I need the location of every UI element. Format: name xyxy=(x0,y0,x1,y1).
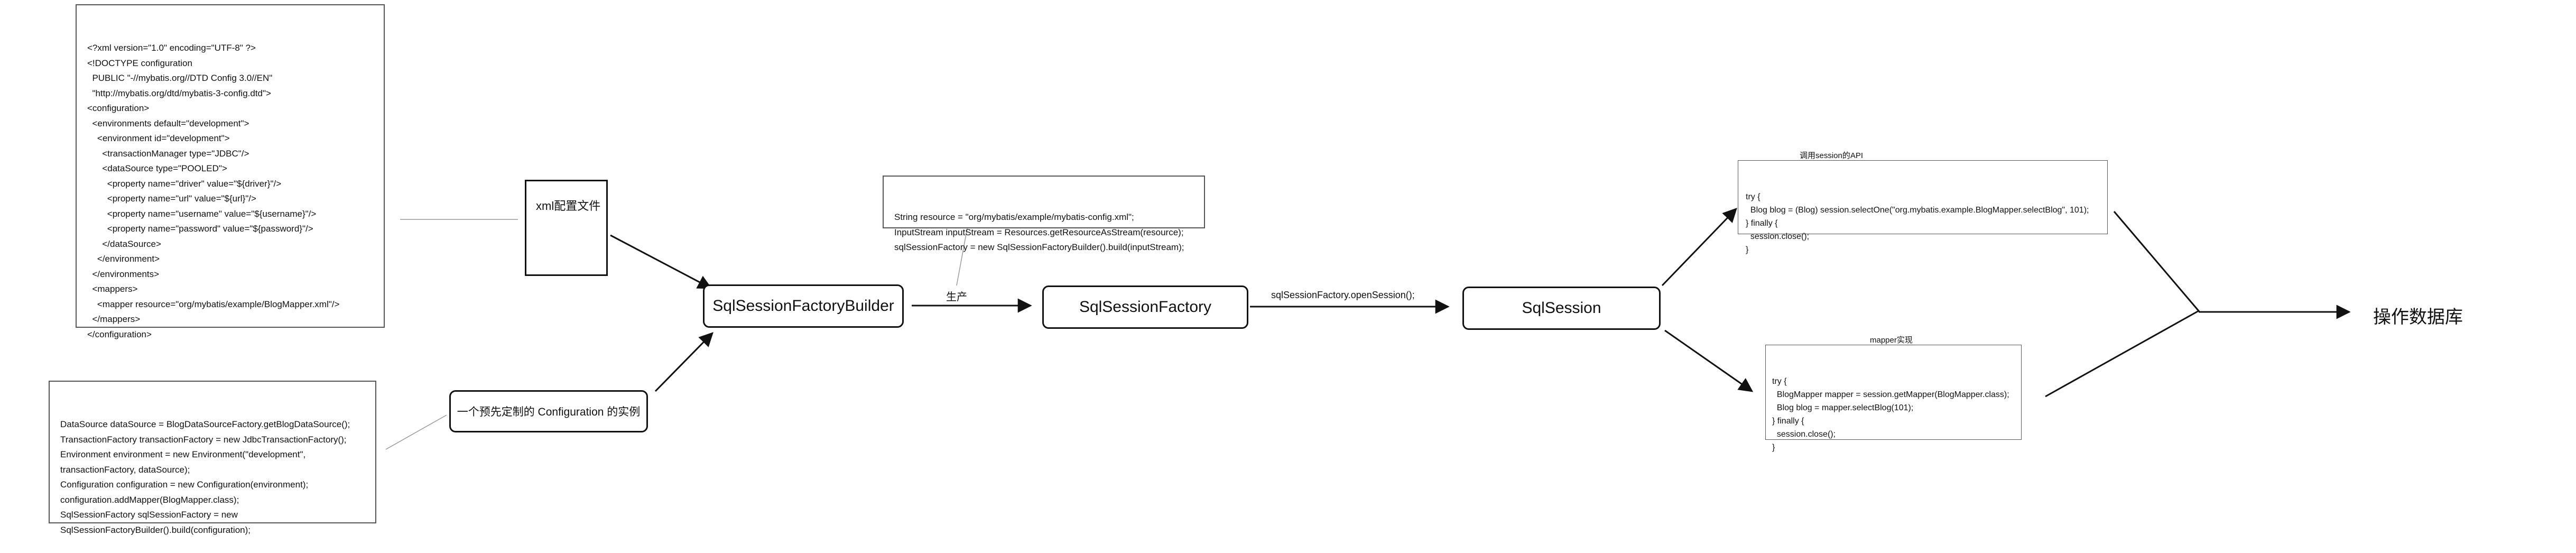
code-line: SqlSessionFactoryBuilder().build(configu… xyxy=(60,524,251,535)
java-annotation-line xyxy=(385,414,447,450)
code-line: try { xyxy=(1772,377,1787,386)
session-node: SqlSession xyxy=(1462,287,1661,330)
code-line: sqlSessionFactory = new SqlSessionFactor… xyxy=(894,242,1184,252)
factory-node: SqlSessionFactory xyxy=(1042,285,1248,329)
code-line: Blog blog = (Blog) session.selectOne("or… xyxy=(1746,206,2089,215)
code-line: </mappers> xyxy=(87,314,141,324)
code-line: <mappers> xyxy=(87,284,138,294)
resource-code-box: String resource = "org/mybatis/example/m… xyxy=(883,176,1205,252)
code-line: </environment> xyxy=(87,254,160,264)
operate-database-label: 操作数据库 xyxy=(2373,307,2463,327)
code-line: "http://mybatis.org/dtd/mybatis-3-config… xyxy=(87,88,271,98)
code-line: <dataSource type="POOLED"> xyxy=(87,163,227,173)
code-line: session.close(); xyxy=(1772,430,1836,439)
code-line: </dataSource> xyxy=(87,238,161,249)
code-line: </environments> xyxy=(87,269,160,279)
code-line: <property name="password" value="${passw… xyxy=(87,224,313,234)
java-config-code-box: DataSource dataSource = BlogDataSourceFa… xyxy=(49,381,376,535)
code-line: <transactionManager type="JDBC"/> xyxy=(87,148,249,159)
session-label: SqlSession xyxy=(1522,299,1601,317)
builder-label: SqlSessionFactoryBuilder xyxy=(712,297,894,315)
code-line: <environment id="development"> xyxy=(87,133,230,143)
code-line: SqlSessionFactory sqlSessionFactory = ne… xyxy=(60,510,238,520)
code-line: <!DOCTYPE configuration xyxy=(87,58,192,68)
builder-node: SqlSessionFactoryBuilder xyxy=(703,284,904,328)
code-line: configuration.addMapper(BlogMapper.class… xyxy=(60,494,239,505)
code-line: <environments default="development"> xyxy=(87,118,249,128)
session-api-lines: try { Blog blog = (Blog) session.selectO… xyxy=(1746,190,2107,256)
mapper-impl-code-box: try { BlogMapper mapper = session.getMap… xyxy=(1765,345,2022,452)
code-line: BlogMapper mapper = session.getMapper(Bl… xyxy=(1772,390,2009,399)
code-line: transactionFactory, dataSource); xyxy=(60,464,190,475)
code-line: <property name="username" value="${usern… xyxy=(87,208,317,219)
code-line: Environment environment = new Environmen… xyxy=(60,449,306,459)
factory-label: SqlSessionFactory xyxy=(1079,298,1212,316)
code-line: PUBLIC "-//mybatis.org//DTD Config 3.0//… xyxy=(87,73,273,83)
code-line: Blog blog = mapper.selectBlog(101); xyxy=(1772,403,1914,412)
produce-label: 生产 xyxy=(946,291,967,303)
code-line: Configuration configuration = new Config… xyxy=(60,480,309,490)
session-api-code-box: try { Blog blog = (Blog) session.selectO… xyxy=(1738,160,2108,254)
resource-annotation-line xyxy=(956,228,968,286)
arrow-xml-to-builder xyxy=(610,234,712,289)
code-line: } finally { xyxy=(1746,219,1778,228)
code-line: <configuration> xyxy=(87,103,150,113)
prebuilt-configuration-label: 一个预先定制的 Configuration 的实例 xyxy=(457,406,641,418)
code-line: InputStream inputStream = Resources.getR… xyxy=(894,227,1184,237)
session-api-title: 调用session的API xyxy=(1800,151,1864,160)
arrow-config-to-builder xyxy=(654,332,714,392)
merge-lines xyxy=(2045,211,2200,398)
code-line: <property name="driver" value="${driver}… xyxy=(87,178,282,189)
xml-file-label: xml配置文件 xyxy=(536,199,601,213)
prebuilt-configuration-node: 一个预先定制的 Configuration 的实例 xyxy=(449,390,648,432)
code-line: <?xml version="1.0" encoding="UTF-8" ?> xyxy=(87,43,256,53)
open-session-label: sqlSessionFactory.openSession(); xyxy=(1271,290,1415,300)
code-line: } xyxy=(1746,245,1749,254)
code-line: try { xyxy=(1746,192,1760,201)
arrow-session-to-mapper xyxy=(1664,329,1754,392)
xml-config-lines: <?xml version="1.0" encoding="UTF-8" ?> <… xyxy=(87,41,384,342)
code-line: } finally { xyxy=(1772,417,1804,426)
mapper-impl-title: mapper实现 xyxy=(1870,336,1913,345)
code-line: </configuration> xyxy=(87,329,152,339)
code-line: String resource = "org/mybatis/example/m… xyxy=(894,212,1134,222)
java-config-lines: DataSource dataSource = BlogDataSourceFa… xyxy=(60,417,375,538)
code-line: session.close(); xyxy=(1746,232,1810,241)
arrow-session-to-api xyxy=(1661,208,1737,287)
connector-lines xyxy=(385,208,2351,450)
xml-file-node: xml配置文件 xyxy=(525,180,608,276)
code-line: TransactionFactory transactionFactory = … xyxy=(60,434,347,445)
xml-config-code-box: <?xml version="1.0" encoding="UTF-8" ?> <… xyxy=(76,4,385,339)
code-line: } xyxy=(1772,443,1775,452)
code-line: <property name="url" value="${url}"/> xyxy=(87,193,256,204)
code-line: <mapper resource="org/mybatis/example/Bl… xyxy=(87,299,340,309)
code-line: DataSource dataSource = BlogDataSourceFa… xyxy=(60,419,350,429)
resource-code-lines: String resource = "org/mybatis/example/m… xyxy=(894,210,1204,255)
mapper-impl-lines: try { BlogMapper mapper = session.getMap… xyxy=(1772,375,2021,454)
